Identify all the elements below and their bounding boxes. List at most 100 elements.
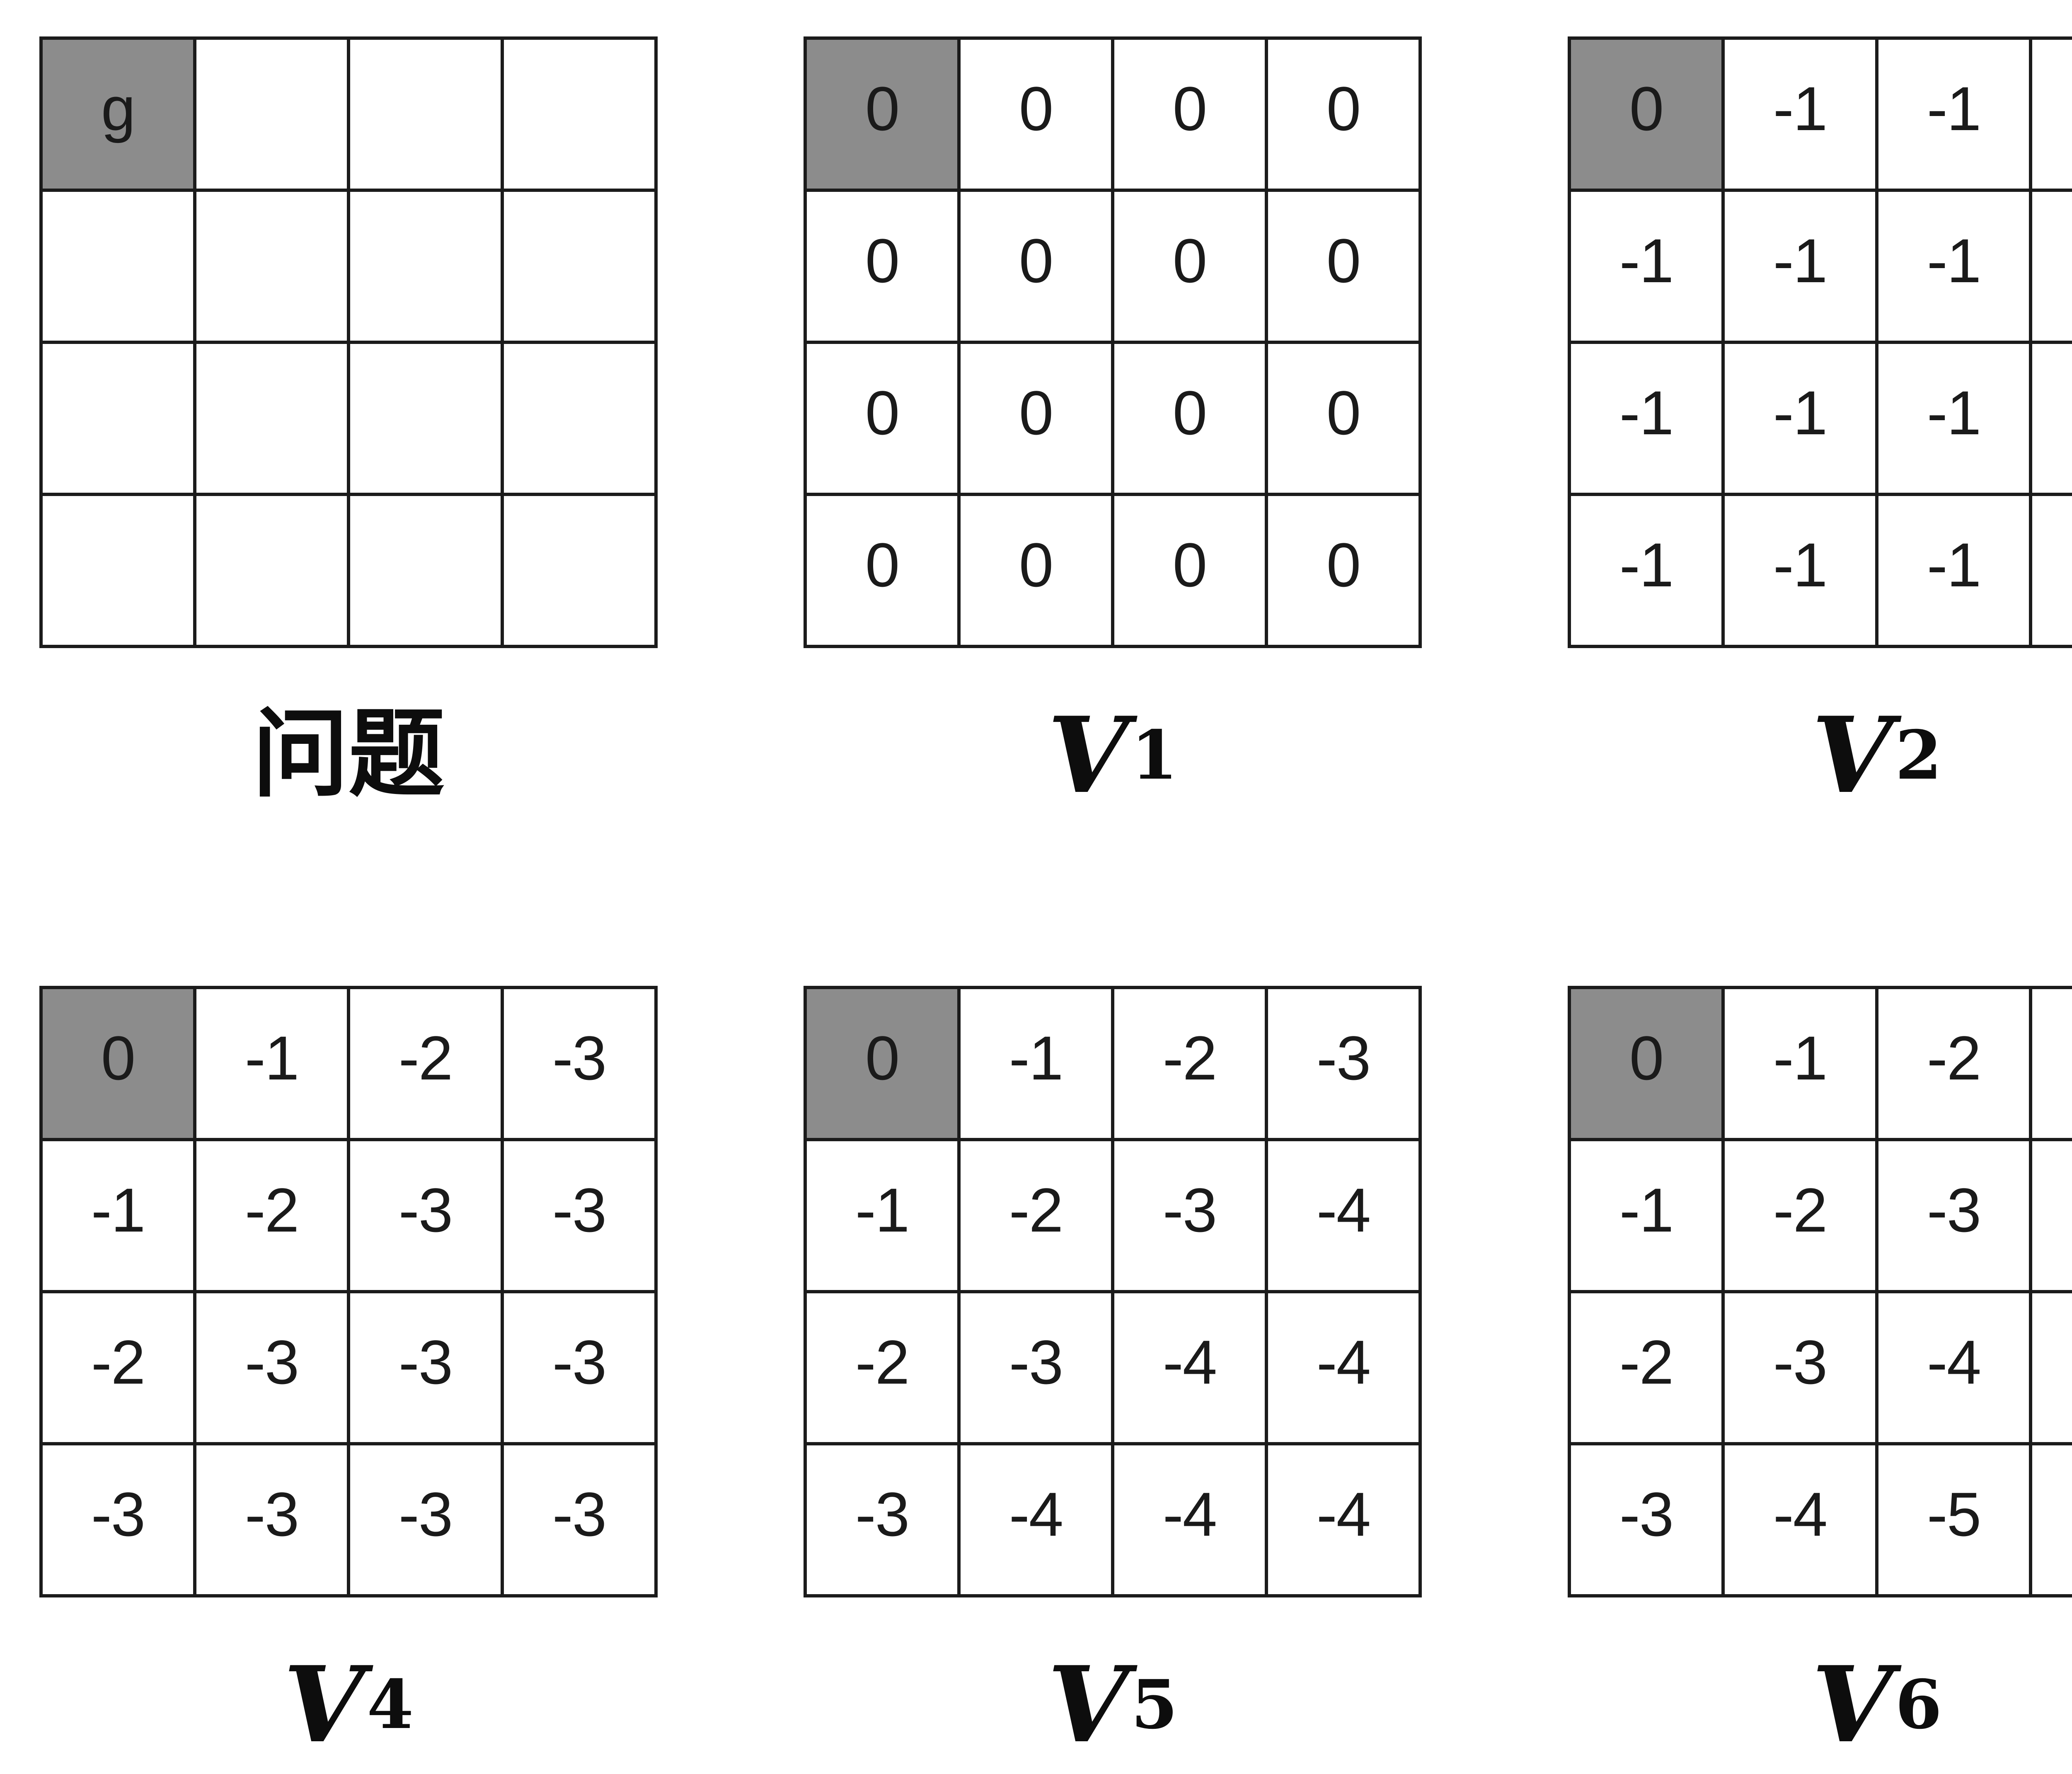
caption-subscript: 1 — [1131, 716, 1178, 795]
grid-cell: -3 — [805, 1444, 959, 1596]
grid-cell: -3 — [502, 987, 656, 1140]
grid-cell: -2 — [1877, 987, 2031, 1140]
grid-cell: -3 — [1877, 1140, 2031, 1292]
grid-cell: -1 — [1877, 342, 2031, 494]
grid-cell: -1 — [1723, 38, 1877, 190]
grid-cell: 0 — [1113, 38, 1266, 190]
v6-grid: 0-1-2-3-1-2-3-4-2-3-4-5-3-4-5-5 — [1568, 986, 2072, 1597]
grid-panel-v2: 0-1-1-1-1-1-1-1-1-1-1-1-1-1-1-1 V2 — [1568, 36, 2072, 820]
goal-cell: 0 — [1569, 38, 1723, 190]
grid-cell: -5 — [2031, 1292, 2072, 1444]
grid-cell — [502, 190, 656, 342]
grid-cell: -1 — [1569, 494, 1723, 646]
goal-cell: 0 — [805, 38, 959, 190]
grid-cell: -1 — [1723, 342, 1877, 494]
grid-cell: -4 — [1113, 1444, 1266, 1596]
grid-cell: -4 — [1266, 1292, 1420, 1444]
grid-cell: -4 — [2031, 1140, 2072, 1292]
grid-cell: -4 — [1266, 1444, 1420, 1596]
grid-cell: -1 — [1569, 342, 1723, 494]
grid-cell: -2 — [349, 987, 502, 1140]
v4-grid: 0-1-2-3-1-2-3-3-2-3-3-3-3-3-3-3 — [39, 986, 658, 1597]
grid-cell: -3 — [349, 1140, 502, 1292]
grid-cell: -3 — [502, 1292, 656, 1444]
grid-cell — [41, 190, 195, 342]
grid-cell: -2 — [41, 1292, 195, 1444]
grid-cell: -3 — [349, 1444, 502, 1596]
grid-cell: -3 — [502, 1444, 656, 1596]
grid-caption: 问题 — [39, 691, 658, 820]
caption-subscript: 6 — [1895, 1665, 1942, 1744]
grid-cell: 0 — [959, 190, 1113, 342]
grid-cell — [195, 190, 349, 342]
grid-cell: -2 — [805, 1292, 959, 1444]
grid-cell: -1 — [1723, 190, 1877, 342]
grid-cell: -3 — [1723, 1292, 1877, 1444]
grid-cell: -1 — [2031, 38, 2072, 190]
grid-cell: -2 — [1113, 987, 1266, 1140]
caption-variable: V — [283, 1643, 365, 1766]
grid-cell: 0 — [805, 342, 959, 494]
goal-cell: 0 — [805, 987, 959, 1140]
grid-cell: 0 — [1113, 494, 1266, 646]
grid-cell: 0 — [805, 494, 959, 646]
caption-subscript: 2 — [1895, 716, 1942, 795]
grid-cell: -4 — [959, 1444, 1113, 1596]
grid-panel-v6: 0-1-2-3-1-2-3-4-2-3-4-5-3-4-5-5 V6 — [1568, 986, 2072, 1769]
grid-cell: -1 — [2031, 494, 2072, 646]
caption-variable: V — [1811, 694, 1893, 817]
grid-cell — [502, 494, 656, 646]
grid-cell — [41, 342, 195, 494]
grid-cell — [195, 342, 349, 494]
grid-cell: -2 — [1723, 1140, 1877, 1292]
grid-cell: -1 — [1569, 1140, 1723, 1292]
grid-cell: -3 — [1569, 1444, 1723, 1596]
grid-cell: -1 — [1877, 38, 2031, 190]
grid-cell: -1 — [1569, 190, 1723, 342]
grid-cell: 0 — [1266, 190, 1420, 342]
grid-cell: 0 — [1266, 342, 1420, 494]
grid-cell: -2 — [1569, 1292, 1723, 1444]
grid-cell — [41, 494, 195, 646]
grid-cell: 0 — [959, 38, 1113, 190]
grid-cell — [195, 38, 349, 190]
grid-cell: 0 — [1113, 342, 1266, 494]
caption-subscript: 4 — [367, 1665, 414, 1744]
caption-variable: V — [1811, 1643, 1893, 1766]
grid-cell: -5 — [1877, 1444, 2031, 1596]
grid-cell: 0 — [1113, 190, 1266, 342]
grid-cell — [349, 190, 502, 342]
grid-cell: -4 — [1723, 1444, 1877, 1596]
grid-cell: -3 — [2031, 987, 2072, 1140]
grid-cell: -1 — [2031, 342, 2072, 494]
v2-grid: 0-1-1-1-1-1-1-1-1-1-1-1-1-1-1-1 — [1568, 36, 2072, 648]
grid-cell — [349, 38, 502, 190]
problem-grid: g — [39, 36, 658, 648]
grid-cell — [349, 494, 502, 646]
grid-cell: -4 — [1266, 1140, 1420, 1292]
grid-cell: -3 — [195, 1292, 349, 1444]
grid-cell: -2 — [959, 1140, 1113, 1292]
grid-cell: -3 — [959, 1292, 1113, 1444]
grid-cell — [502, 38, 656, 190]
grid-cell: -1 — [1877, 494, 2031, 646]
caption-subscript: 5 — [1131, 1665, 1178, 1744]
grid-cell: -3 — [349, 1292, 502, 1444]
grid-cell: -4 — [1877, 1292, 2031, 1444]
caption-variable: V — [1047, 1643, 1129, 1766]
grid-cell: -1 — [959, 987, 1113, 1140]
grid-panel-problem: g 问题 — [39, 36, 658, 820]
grid-cell: 0 — [805, 190, 959, 342]
grid-cell: 0 — [1266, 494, 1420, 646]
grid-cell: -1 — [1723, 987, 1877, 1140]
grid-cell: -1 — [2031, 190, 2072, 342]
goal-cell: g — [41, 38, 195, 190]
grid-cell: -2 — [195, 1140, 349, 1292]
grid-cell — [349, 342, 502, 494]
